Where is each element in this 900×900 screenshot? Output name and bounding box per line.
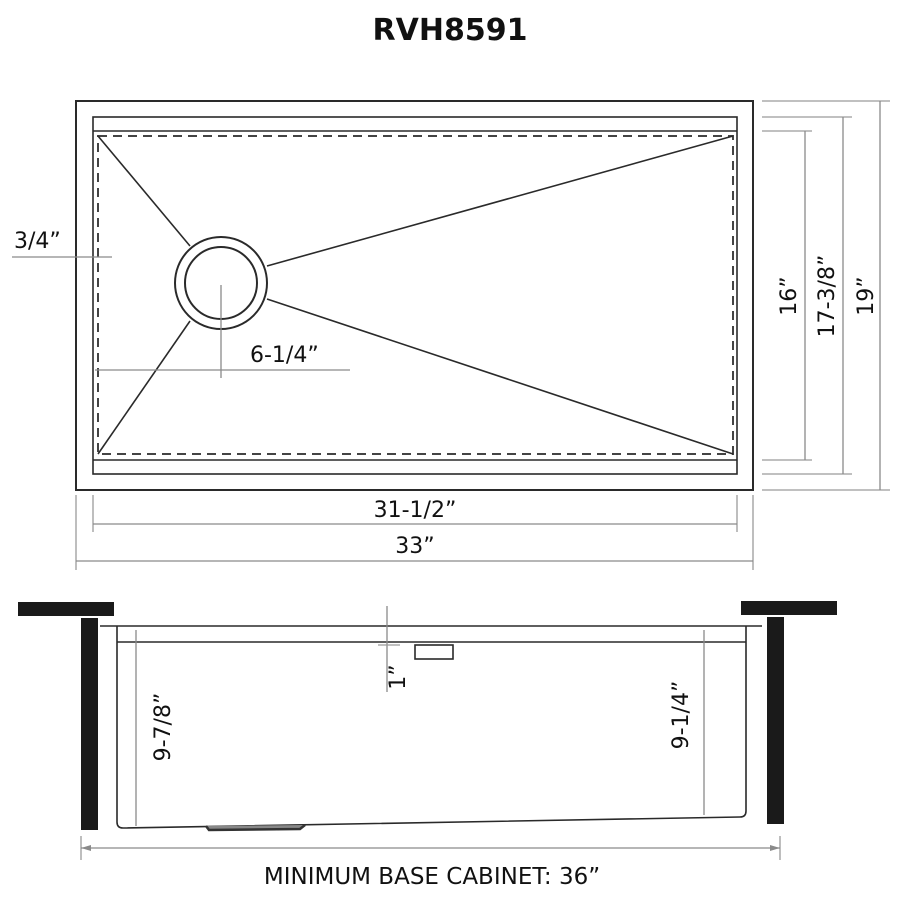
svg-text:9-1/4”: 9-1/4”	[669, 681, 694, 750]
outer-rim	[75, 100, 754, 491]
model-title: RVH8591	[373, 13, 528, 48]
countertop-left	[18, 602, 114, 616]
svg-text:9-7/8”: 9-7/8”	[151, 693, 176, 762]
lip-dimension: 1”	[378, 606, 454, 692]
cabinet-wall-right	[767, 617, 784, 824]
cabinet-wall-left	[81, 618, 98, 830]
slope-lines	[97, 135, 734, 455]
sink-basin-profile	[116, 626, 747, 829]
dim-19: 19”	[854, 276, 879, 315]
height-dimensions: 16” 17-3/8” 19”	[762, 100, 890, 491]
side-view: 1” 9-7/8” 9-1/4” MINIMUM BASE CABINET: 3…	[18, 601, 837, 890]
cabinet-width-dimension: MINIMUM BASE CABINET: 36”	[80, 836, 781, 890]
countertop-right	[741, 601, 837, 615]
dim-33: 33”	[395, 534, 434, 559]
top-view: 3/4” 6-1/4” 16” 17-3/8” 19”	[12, 100, 890, 570]
dim-17-3-8: 17-3/8”	[815, 255, 840, 338]
inner-flange	[92, 116, 738, 475]
dim-16: 16”	[777, 276, 802, 315]
svg-text:1”: 1”	[386, 664, 411, 689]
basin-outline-dashed	[97, 135, 734, 455]
depth-right-dimension: 9-1/4”	[669, 630, 705, 815]
drain-offset-dimension: 6-1/4”	[95, 285, 350, 378]
minimum-cabinet-label: MINIMUM BASE CABINET: 36”	[264, 864, 600, 890]
svg-text:3/4”: 3/4”	[14, 229, 61, 254]
depth-left-dimension: 9-7/8”	[135, 630, 176, 826]
overflow-slot	[414, 644, 454, 660]
drain-profile	[205, 824, 306, 832]
svg-text:6-1/4”: 6-1/4”	[250, 343, 319, 368]
width-dimensions: 31-1/2” 33”	[75, 495, 754, 570]
flange-offset-dimension: 3/4”	[12, 229, 112, 258]
dim-31-1-2: 31-1/2”	[374, 498, 457, 523]
